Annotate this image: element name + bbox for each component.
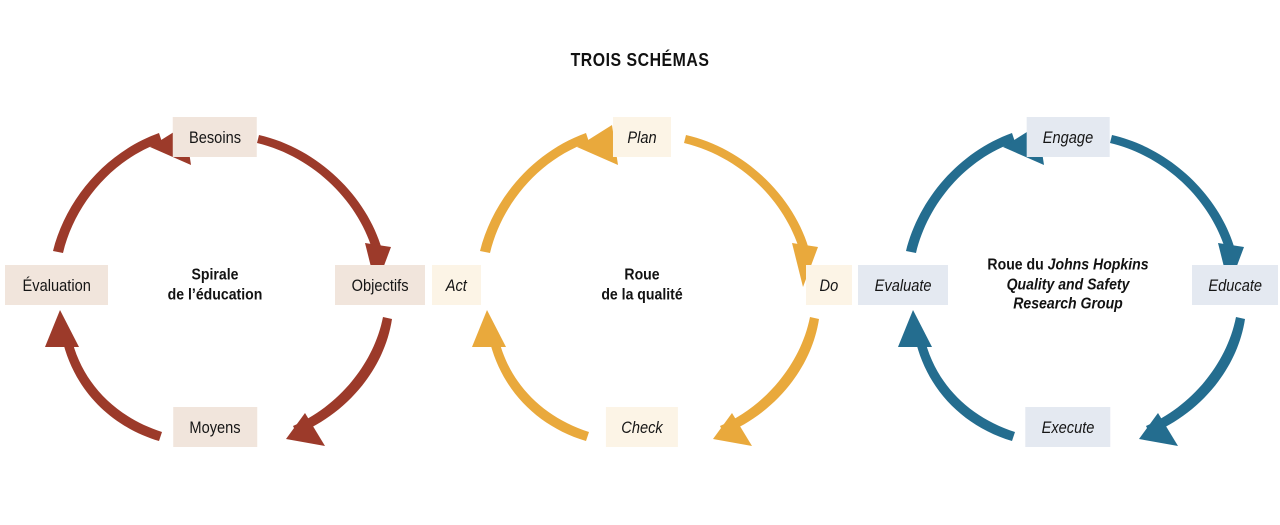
caption-prefix: Roue du <box>987 256 1048 274</box>
caption-line-3: Research Group <box>1013 295 1123 313</box>
node-engage-label: Engage <box>1042 127 1094 147</box>
node-objectifs[interactable]: Objectifs <box>334 265 425 305</box>
caption-line-2: Quality and Safety <box>1006 276 1130 294</box>
node-execute[interactable]: Execute <box>1025 407 1111 447</box>
caption-line-2: de la qualité <box>601 286 683 303</box>
caption-line-1: Roue du Johns Hopkins <box>958 256 1178 276</box>
node-besoins[interactable]: Besoins <box>172 117 258 157</box>
node-check-label: Check <box>621 417 663 437</box>
node-engage[interactable]: Engage <box>1026 117 1110 157</box>
cycle-education-caption: Spirale de l’éducation <box>90 265 340 304</box>
caption-line-1: Roue <box>624 266 660 284</box>
node-do-label: Do <box>819 275 839 295</box>
caption-line-1: Spirale <box>191 266 239 284</box>
cycle-roue-johns-hopkins: Engage Educate Execute Evaluate Roue du … <box>858 95 1278 475</box>
node-moyens-label: Moyens <box>189 417 241 437</box>
caption-line-2: de l’éducation <box>167 286 263 303</box>
cycle-roue-de-la-qualite: Plan Do Check Act Roue de la qualité <box>432 95 852 475</box>
node-act[interactable]: Act <box>432 265 481 305</box>
node-objectifs-label: Objectifs <box>351 275 409 295</box>
node-educate[interactable]: Educate <box>1191 265 1278 305</box>
cycle-quality-caption: Roue de la qualité <box>517 265 767 304</box>
node-besoins-label: Besoins <box>188 127 242 147</box>
node-evaluate[interactable]: Evaluate <box>858 265 949 305</box>
node-check[interactable]: Check <box>605 407 679 447</box>
node-evaluation-label: Évaluation <box>22 275 91 295</box>
cycle-jhqsrg-caption: Roue du Johns Hopkins Quality and Safety… <box>943 256 1193 315</box>
cycle-spirale-de-l-education: Besoins Objectifs Moyens Évaluation Spir… <box>5 95 425 475</box>
cycle-arrows-quality <box>472 125 819 446</box>
node-act-label: Act <box>445 275 467 295</box>
node-plan-label: Plan <box>627 127 657 147</box>
node-evaluation[interactable]: Évaluation <box>5 265 109 305</box>
node-moyens[interactable]: Moyens <box>173 407 257 447</box>
node-do[interactable]: Do <box>806 265 852 305</box>
node-evaluate-label: Evaluate <box>874 275 932 295</box>
page-title: TROIS SCHÉMAS <box>570 50 710 70</box>
node-educate-label: Educate <box>1207 275 1262 295</box>
node-execute-label: Execute <box>1041 417 1095 437</box>
node-plan[interactable]: Plan <box>612 117 672 157</box>
caption-italic-1: Johns Hopkins <box>1047 256 1149 274</box>
